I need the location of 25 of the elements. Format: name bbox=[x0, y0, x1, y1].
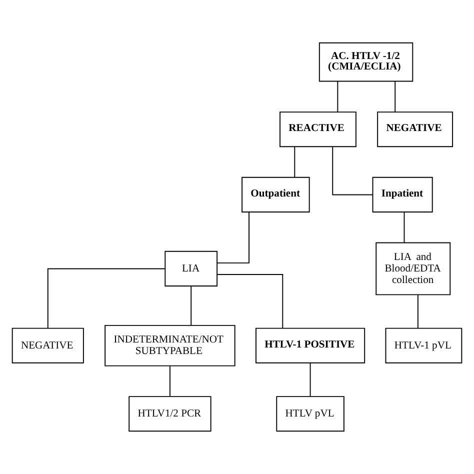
connector bbox=[394, 81, 396, 112]
node-box: HTLV1/2 PCR bbox=[128, 396, 212, 432]
connector bbox=[47, 268, 166, 329]
node-box: REACTIVE bbox=[280, 112, 356, 148]
connector bbox=[404, 212, 405, 244]
node-box: Inpatient bbox=[372, 176, 433, 212]
connector bbox=[294, 146, 296, 178]
connector bbox=[216, 212, 250, 264]
node-box: LIA and Blood/EDTA collection bbox=[376, 242, 451, 296]
connector bbox=[169, 366, 170, 397]
node-box: HTLV-1 pVL bbox=[385, 328, 462, 364]
node-box: NEGATIVE bbox=[12, 328, 84, 364]
node-box: Outpatient bbox=[242, 176, 310, 212]
node-box: HTLV-1 POSITIVE bbox=[256, 328, 366, 364]
node-box: INDETERMINATE/NOT SUBTYPABLE bbox=[104, 324, 236, 366]
connector bbox=[310, 362, 311, 397]
connector bbox=[190, 286, 192, 326]
node-box: NEGATIVE bbox=[377, 112, 454, 148]
node-box: AC. HTLV -1/2 (CMIA/ECLIA) bbox=[318, 42, 414, 82]
connector bbox=[216, 274, 284, 328]
connector bbox=[337, 81, 338, 112]
node-box: HTLV pVL bbox=[276, 396, 344, 432]
connector bbox=[417, 294, 418, 329]
node-box: LIA bbox=[164, 250, 218, 286]
connector bbox=[332, 146, 373, 196]
